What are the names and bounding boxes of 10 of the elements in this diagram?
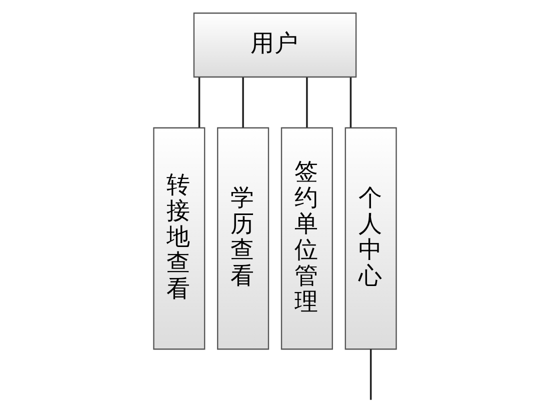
node-box: 签约单位管理 <box>280 127 333 350</box>
connector <box>350 77 352 128</box>
connector <box>198 77 200 128</box>
connector <box>242 77 244 128</box>
node-box: 学历查看 <box>217 127 270 350</box>
node-box: 转接地查看 <box>153 127 206 350</box>
connector <box>306 77 308 128</box>
node-box: 用户 <box>193 12 357 78</box>
connector <box>370 349 372 400</box>
node-box: 个人中心 <box>344 127 397 350</box>
